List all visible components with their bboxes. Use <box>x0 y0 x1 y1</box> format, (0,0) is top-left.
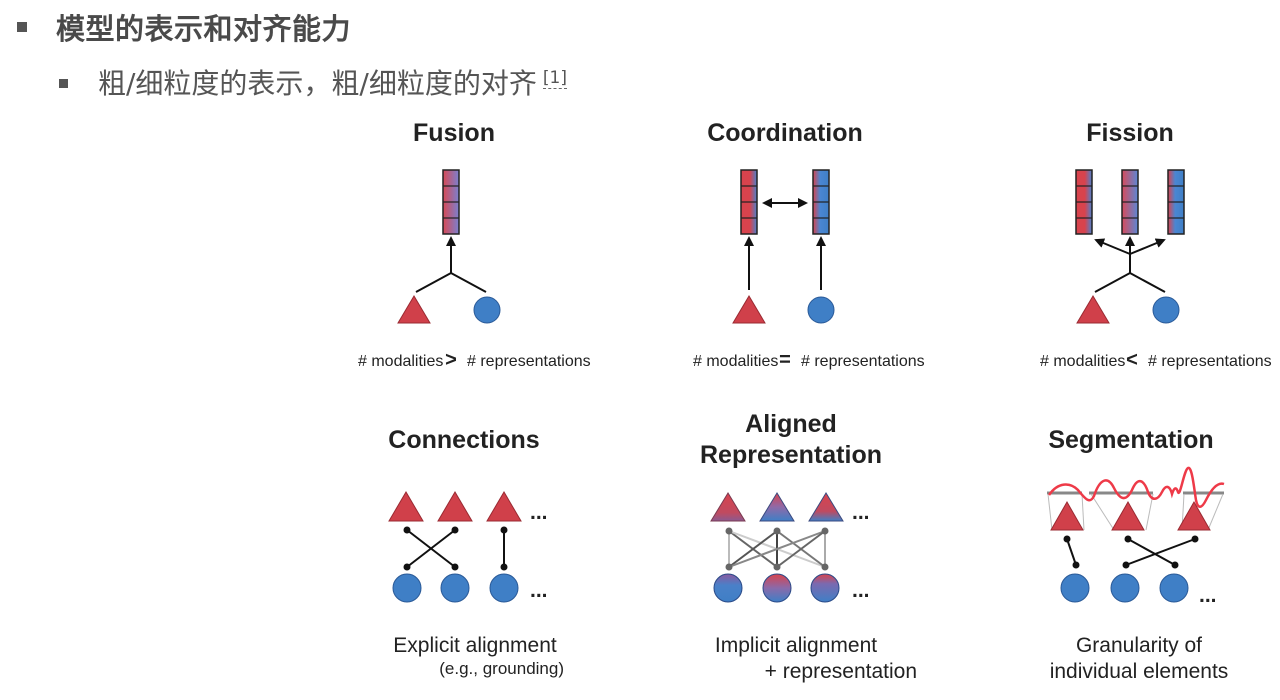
fusion-representation-vector <box>442 169 460 235</box>
aligned-dense-links <box>728 530 826 568</box>
segmentation-caption-line2: individual elements <box>1050 660 1229 683</box>
fission-caption-right: # representations <box>1148 353 1272 370</box>
connections-title: Connections <box>388 426 539 454</box>
mixed-triangle-icon <box>710 492 746 522</box>
panel-fission: Fission # modalities < # representation <box>1040 119 1272 371</box>
connections-bottom-ellipsis: ... <box>530 579 548 602</box>
connections-caption-line2: (e.g., grounding) <box>439 659 564 678</box>
coordination-title: Coordination <box>707 119 863 147</box>
fission-vector-3 <box>1167 169 1185 235</box>
modality-circle-icon <box>1060 573 1090 603</box>
segmentation-title: Segmentation <box>1048 426 1213 454</box>
fission-vector-1 <box>1075 169 1093 235</box>
modality-triangle-icon <box>1111 500 1145 531</box>
mixed-triangle-icon <box>808 492 844 522</box>
subheading-bullet-icon <box>59 79 68 88</box>
coordination-caption-left: # modalities <box>693 353 778 370</box>
segmentation-caption-line1: Granularity of <box>1076 634 1202 657</box>
segmentation-link-nodes <box>1063 535 1199 569</box>
modality-circle-icon <box>489 573 519 603</box>
connections-link-nodes <box>403 526 508 571</box>
panel-connections: Connections ... ... Explicit alignment (… <box>388 426 564 678</box>
modality-triangle-icon <box>1050 500 1084 531</box>
fission-title: Fission <box>1086 119 1174 147</box>
aligned-title-line1: Aligned <box>745 410 837 438</box>
modality-circle-icon <box>392 573 422 603</box>
mixed-circle-icon <box>713 573 743 603</box>
modality-triangle-icon <box>397 295 431 324</box>
segmentation-ellipsis: ... <box>1199 584 1217 607</box>
segmentation-links <box>1066 538 1196 566</box>
modality-circle-icon <box>807 296 835 324</box>
mixed-circle-icon <box>762 573 792 603</box>
modality-triangle-icon <box>486 491 522 522</box>
panel-aligned-representation: Aligned Representation ... ... Implicit … <box>700 410 917 683</box>
coordination-vector-a <box>740 169 758 235</box>
connections-caption-line1: Explicit alignment <box>393 634 557 657</box>
modality-circle-icon <box>1110 573 1140 603</box>
modality-circle-icon <box>440 573 470 603</box>
signal-waveform <box>1047 466 1225 508</box>
coordination-caption-right: # representations <box>801 353 925 370</box>
coordination-vector-b <box>812 169 830 235</box>
fission-operator: < <box>1126 349 1138 371</box>
modality-circle-icon <box>473 296 501 324</box>
fission-merge-lines <box>1094 271 1166 293</box>
subheading-text: 粗/细粒度的表示，粗/细粒度的对齐 <box>98 67 537 100</box>
segment-funnels <box>1047 493 1224 531</box>
panel-coordination: Coordination # modalities = # representa… <box>693 119 925 371</box>
aligned-title-line2: Representation <box>700 441 882 469</box>
modality-triangle-icon <box>1177 500 1211 531</box>
fusion-operator: > <box>445 349 457 371</box>
modality-triangle-icon <box>1076 295 1110 324</box>
fusion-merge-lines <box>415 271 487 293</box>
heading-bullet-icon <box>17 22 27 32</box>
slide-heading: 模型的表示和对齐能力 <box>56 12 352 46</box>
modality-triangle-icon <box>437 491 473 522</box>
mixed-triangle-icon <box>759 492 795 522</box>
fusion-caption-right: # representations <box>467 353 591 370</box>
fission-caption-left: # modalities <box>1040 353 1125 370</box>
fission-vector-2 <box>1121 169 1139 235</box>
modality-triangle-icon <box>388 491 424 522</box>
aligned-link-nodes <box>725 527 829 571</box>
aligned-bottom-ellipsis: ... <box>852 579 870 602</box>
panel-fusion: Fusion # modalities > # representations <box>358 119 591 371</box>
aligned-caption-line1: Implicit alignment <box>715 634 877 657</box>
slide-subheading: 粗/细粒度的表示，粗/细粒度的对齐[1] <box>98 62 567 102</box>
citation-link[interactable]: [1] <box>542 67 567 89</box>
modality-triangle-icon <box>732 295 766 324</box>
fission-arrow-1 <box>1094 238 1131 255</box>
coordination-operator: = <box>779 349 791 371</box>
fusion-title: Fusion <box>413 119 495 147</box>
modality-circle-icon <box>1159 573 1189 603</box>
aligned-top-ellipsis: ... <box>852 501 870 524</box>
panel-segmentation: Segmentation ... Granularity of indi <box>1047 426 1228 683</box>
fusion-caption-left: # modalities <box>358 353 443 370</box>
mixed-circle-icon <box>810 573 840 603</box>
aligned-caption-line2: + representation <box>765 660 917 683</box>
modality-circle-icon <box>1152 296 1180 324</box>
connections-top-ellipsis: ... <box>530 501 548 524</box>
fission-arrow-3 <box>1129 238 1166 255</box>
connections-links <box>406 529 505 568</box>
